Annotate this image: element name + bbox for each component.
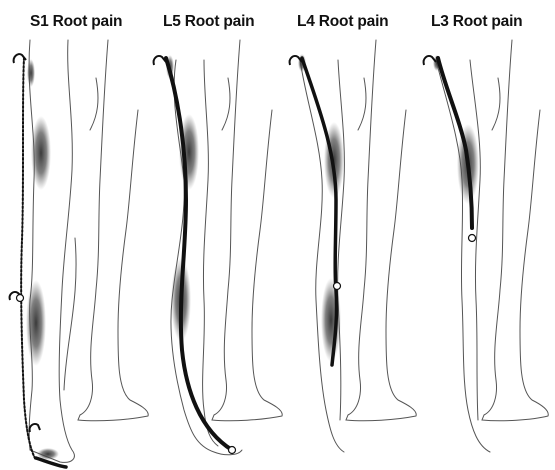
leg-figure-s1 <box>29 40 148 462</box>
nerve-markers-s1 <box>10 54 40 432</box>
nerve-markers-l5 <box>154 56 236 454</box>
leg-figure-l5 <box>171 40 282 455</box>
